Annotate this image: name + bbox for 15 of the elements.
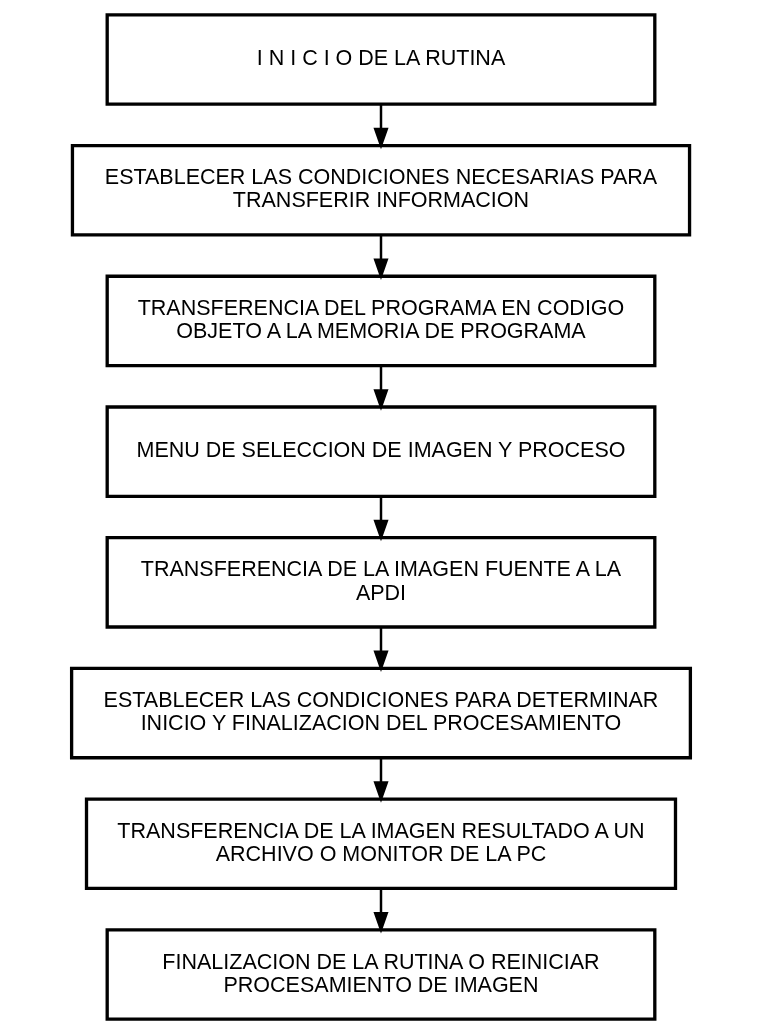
node-box: ESTABLECER LAS CONDICIONES PARA DETERMINAR INICIO Y FINALIZACION DEL PROCESAMIENTO [69,666,692,760]
arrow [372,235,389,280]
node-box: TRANSFERENCIA DE LA IMAGEN RESULTADO A UN ARCHIVO O MONITOR DE LA PC [84,797,677,891]
arrow [372,365,389,411]
node-box: TRANSFERENCIA DEL PROGRAMA EN CODIGO OBJETO A LA MEMORIA DE PROGRAMA [105,274,656,368]
node-box: MENU DE SELECCION DE IMAGEN Y PROCESO [105,405,656,498]
arrow [372,627,389,673]
node-box: I N I C I O DE LA RUTINA [105,13,656,106]
node-box: FINALIZACION DE LA RUTINA O REINICIAR PROCESAMIENTO DE IMAGEN [105,928,656,1021]
arrow [372,888,389,934]
arrow [372,496,389,542]
arrow [372,757,389,803]
node-box: ESTABLECER LAS CONDICIONES NECESARIAS PARA TRANSFERIR INFORMACION [70,143,691,237]
node-box: TRANSFERENCIA DE LA IMAGEN FUENTE A LA APDI [105,536,656,629]
arrow [372,104,389,150]
